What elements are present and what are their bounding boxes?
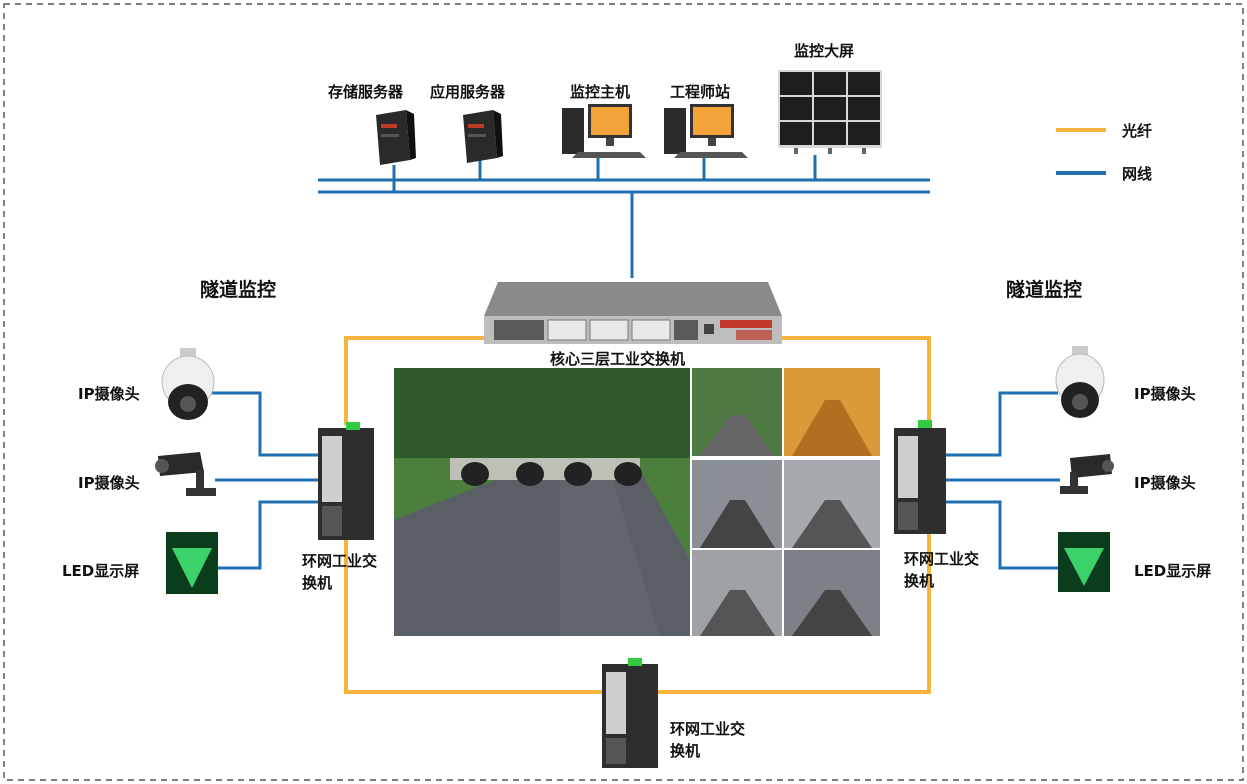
fiber-ring bbox=[658, 530, 931, 694]
video-wall-label: 监控大屏 bbox=[794, 42, 855, 60]
left-bullet-camera-label: IP摄像头 bbox=[78, 474, 140, 492]
bullet-camera-right-icon bbox=[1060, 454, 1114, 494]
led-screen-left-icon bbox=[166, 532, 218, 594]
network-bus bbox=[318, 155, 930, 278]
left-section-title: 隧道监控 bbox=[200, 279, 277, 301]
ring-switch-right-icon bbox=[894, 420, 946, 534]
tunnel-photo-collage bbox=[394, 368, 880, 636]
right-ring-switch-label-1: 环网工业交 bbox=[904, 550, 980, 568]
core-switch-icon bbox=[484, 282, 782, 344]
right-section-title: 隧道监控 bbox=[1006, 279, 1083, 301]
fiber-ring bbox=[344, 336, 484, 425]
led-screen-right-icon bbox=[1058, 532, 1110, 592]
core-switch-label: 核心三层工业交换机 bbox=[550, 350, 686, 368]
dome-camera-left-icon bbox=[161, 348, 215, 420]
bottom-ring-switch-label-1: 环网工业交 bbox=[670, 720, 746, 738]
ring-switch-bottom-icon bbox=[602, 658, 658, 768]
right-bullet-camera-label: IP摄像头 bbox=[1134, 474, 1196, 492]
left-ring-switch-label-2: 换机 bbox=[302, 574, 333, 592]
right-dome-camera-label: IP摄像头 bbox=[1134, 385, 1196, 403]
app-server-icon bbox=[463, 110, 503, 163]
legend-fiber-label: 光纤 bbox=[1122, 122, 1153, 140]
legend-cable-label: 网线 bbox=[1122, 165, 1153, 183]
right-ring-switch-label-2: 换机 bbox=[904, 572, 935, 590]
dome-camera-right-icon bbox=[1055, 346, 1105, 418]
engineer-station-label: 工程师站 bbox=[670, 83, 731, 101]
video-wall-icon bbox=[778, 70, 882, 154]
storage-server-icon bbox=[376, 110, 416, 165]
left-led-screen-label: LED显示屏 bbox=[62, 562, 140, 580]
ring-switch-left-icon bbox=[318, 422, 374, 540]
monitor-host-icon bbox=[562, 104, 646, 158]
left-device-cables bbox=[212, 391, 318, 570]
monitor-host-label: 监控主机 bbox=[570, 83, 631, 101]
right-led-screen-label: LED显示屏 bbox=[1134, 562, 1212, 580]
app-server-label: 应用服务器 bbox=[430, 83, 506, 101]
fiber-ring bbox=[782, 336, 931, 425]
left-ring-switch-label-1: 环网工业交 bbox=[302, 552, 378, 570]
right-device-cables bbox=[940, 391, 1060, 570]
bullet-camera-left-icon bbox=[155, 452, 216, 496]
bottom-ring-switch-label-2: 换机 bbox=[670, 742, 701, 760]
engineer-station-icon bbox=[664, 104, 748, 158]
dashed-border bbox=[3, 3, 1244, 781]
left-dome-camera-label: IP摄像头 bbox=[78, 385, 140, 403]
fiber-ring bbox=[344, 540, 606, 694]
storage-server-label: 存储服务器 bbox=[328, 83, 404, 101]
